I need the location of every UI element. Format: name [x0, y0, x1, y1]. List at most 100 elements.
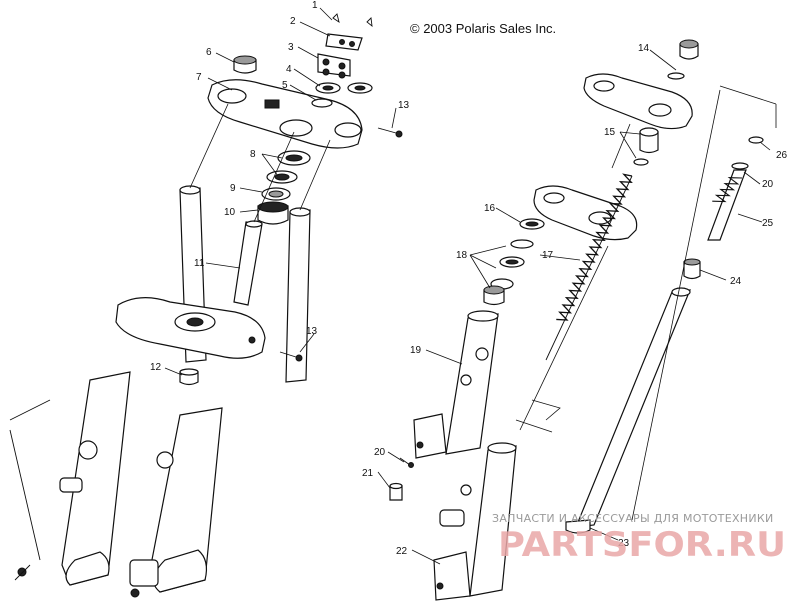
- left-slider-boss: [78, 440, 98, 460]
- callout-17: 17: [542, 250, 554, 261]
- callout-7: 7: [196, 72, 202, 83]
- washer-5: [311, 98, 333, 108]
- slider-19-boss-a: [475, 347, 489, 361]
- callout-4: 4: [286, 64, 292, 75]
- dust-seal-10-top: [257, 201, 289, 213]
- drain-screw-20-head: [408, 462, 414, 468]
- left-axle-bolt: [17, 567, 27, 577]
- bearing-9-bore: [268, 190, 284, 198]
- upper-clamp-left-bore: [217, 88, 247, 104]
- callout-leaders: [164, 7, 771, 565]
- slider-22-top: [487, 442, 517, 454]
- fork-spring-17: [556, 173, 633, 321]
- cap-plate-hole-b: [349, 41, 355, 47]
- callout-5: 5: [282, 80, 288, 91]
- slider-19: [445, 313, 499, 455]
- bushing-15-top: [639, 127, 659, 137]
- pinch-bolt-13a-head: [395, 130, 403, 138]
- callout-26: 26: [776, 150, 788, 161]
- callout-13-upper: 13: [398, 100, 410, 111]
- slider-19-top: [467, 310, 499, 322]
- damper-rod-25-spring: [712, 177, 743, 203]
- bushing-24-top: [683, 258, 701, 266]
- upper-clamp-slot: [264, 99, 280, 109]
- clamp-3-bolt-a: [322, 58, 330, 66]
- steering-stem-top: [245, 220, 263, 228]
- slider-22-boss: [460, 484, 472, 496]
- cap-14-top: [679, 39, 699, 49]
- fork-cap-6-top: [233, 55, 257, 65]
- upper-clamp-center-bore: [279, 119, 313, 137]
- lower-cap-12-top: [179, 368, 199, 376]
- bushing-18-top: [483, 285, 505, 295]
- washer-14: [667, 72, 685, 80]
- clamp-3-bolt-d: [338, 71, 346, 79]
- callout-8: 8: [250, 149, 256, 160]
- pinch-bolt-13b-shank: [279, 351, 297, 358]
- cap-plate-hole-a: [339, 39, 345, 45]
- slider-22-foot: [433, 551, 471, 601]
- callout-25: 25: [762, 218, 774, 229]
- copyright-text: © 2003 Polaris Sales Inc.: [410, 21, 556, 36]
- axle-bolt-21-head: [389, 482, 403, 490]
- callout-6: 6: [206, 47, 212, 58]
- right-exploded-fork: [389, 39, 777, 601]
- callout-2: 2: [290, 16, 296, 27]
- bushing-15: [639, 131, 659, 154]
- callout-13-lower: 13: [306, 326, 318, 337]
- callout-1: 1: [312, 0, 318, 11]
- pinch-bolt-13a-shank: [377, 127, 397, 134]
- watermark-caption: ЗАПЧАСТИ И АКСЕССУАРЫ ДЛЯ МОТОТЕХНИКИ: [492, 512, 774, 525]
- upper-clamp-right-bore: [334, 122, 362, 138]
- slider-19-boss-b: [460, 374, 472, 386]
- exploded-upper-left-bore: [593, 80, 615, 92]
- callout-labels: 1 2 3 4 5 6 7 8 9 10 11 12 13 13 14 15 1…: [150, 0, 788, 557]
- seal-23: [565, 519, 591, 534]
- watermark: ЗАПЧАСТИ И АКСЕССУАРЫ ДЛЯ МОТОТЕХНИКИ PA…: [492, 512, 786, 565]
- screw-1a: [332, 13, 340, 24]
- right-fork-tube-cap: [289, 207, 311, 217]
- left-slider-foot: [65, 551, 110, 586]
- slider-22-bolt: [436, 582, 444, 590]
- watermark-logo: PARTSFOR.RU: [498, 525, 786, 565]
- callout-3: 3: [288, 42, 294, 53]
- steering-stem: [233, 221, 263, 306]
- clamp-3-bolt-c: [322, 68, 330, 76]
- callout-23: 23: [618, 538, 630, 549]
- screw-1b: [366, 17, 373, 28]
- lower-clamp-pinch-hole: [248, 336, 256, 344]
- bearing-8a-bore: [285, 154, 303, 162]
- callout-20-lower: 20: [374, 447, 386, 458]
- slider-19-foot: [413, 413, 447, 459]
- inner-fork-tube-top: [671, 287, 691, 297]
- right-slider-boss: [156, 451, 174, 469]
- left-fork-assembly: [9, 13, 403, 598]
- seal-16-bore: [525, 221, 539, 227]
- inner-fork-tube: [575, 289, 691, 528]
- bushing-24: [683, 261, 701, 280]
- right-axle-clamp: [129, 559, 159, 587]
- callout-11: 11: [194, 258, 205, 269]
- seal-18a: [510, 239, 534, 249]
- bushing-5-bore: [354, 85, 366, 91]
- left-axle-clamp: [59, 477, 83, 493]
- exploded-guide-lines: [515, 85, 777, 433]
- exploded-upper-right-bore: [648, 103, 672, 117]
- right-axle-bolt: [130, 588, 140, 598]
- seal-18b-bore: [505, 259, 519, 265]
- damper-rod-25: [707, 169, 747, 241]
- bushing-4-bore: [322, 85, 334, 91]
- left-slider-outline: [9, 399, 51, 581]
- callout-16: 16: [484, 203, 496, 214]
- exploded-axis-lines: [519, 89, 721, 521]
- callout-18: 18: [456, 250, 468, 261]
- slider-22-clamp: [439, 509, 465, 527]
- lower-clamp-stem-hole: [186, 317, 204, 327]
- circlip-26: [748, 136, 764, 144]
- callout-10: 10: [224, 207, 236, 218]
- callout-21: 21: [362, 468, 374, 479]
- callout-24: 24: [730, 276, 742, 287]
- bearing-8b-bore: [274, 173, 290, 181]
- callout-20-upper: 20: [762, 179, 774, 190]
